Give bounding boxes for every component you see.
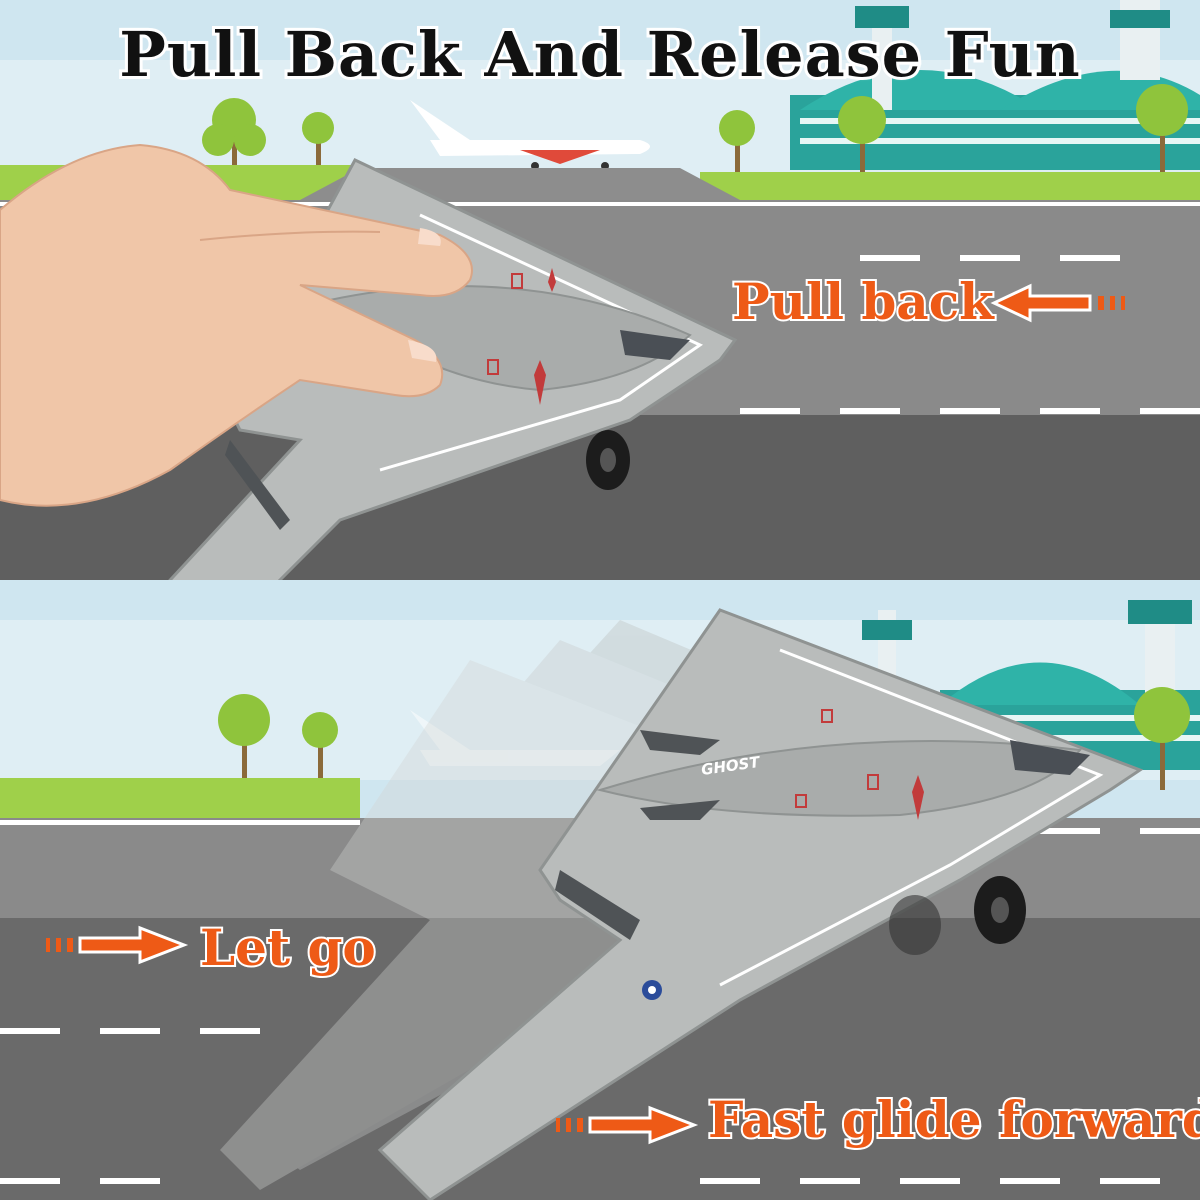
- top-panel-airport-scene: [0, 0, 1200, 600]
- bottom-panel-airport-scene: GHOST: [0, 580, 1200, 1200]
- blurred-airplane: [410, 710, 620, 766]
- control-tower: [862, 600, 1192, 700]
- arrow-right-icon: [46, 925, 189, 965]
- trees: [218, 687, 1190, 790]
- runway-markings: [0, 820, 1200, 1184]
- arrow-right-icon: [556, 1105, 699, 1145]
- page-title: Pull Back And Release Fun: [116, 15, 1083, 94]
- hand-holding-toy: [0, 143, 473, 507]
- arrow-left-icon: [990, 283, 1125, 323]
- trees: [202, 84, 1188, 200]
- runway-markings: [0, 202, 1200, 414]
- let-go-label: Let go: [198, 916, 378, 979]
- bottom-scene-illustration: GHOST: [0, 580, 1200, 1200]
- stealth-bomber-toy-bottom: GHOST: [377, 608, 1144, 1200]
- top-scene-illustration: [0, 0, 1200, 600]
- background-airplane: [410, 100, 650, 170]
- pull-back-label: Pull back: [730, 270, 996, 333]
- control-tower: [855, 6, 909, 110]
- fast-glide-forward-label: Fast glide forward: [706, 1088, 1200, 1151]
